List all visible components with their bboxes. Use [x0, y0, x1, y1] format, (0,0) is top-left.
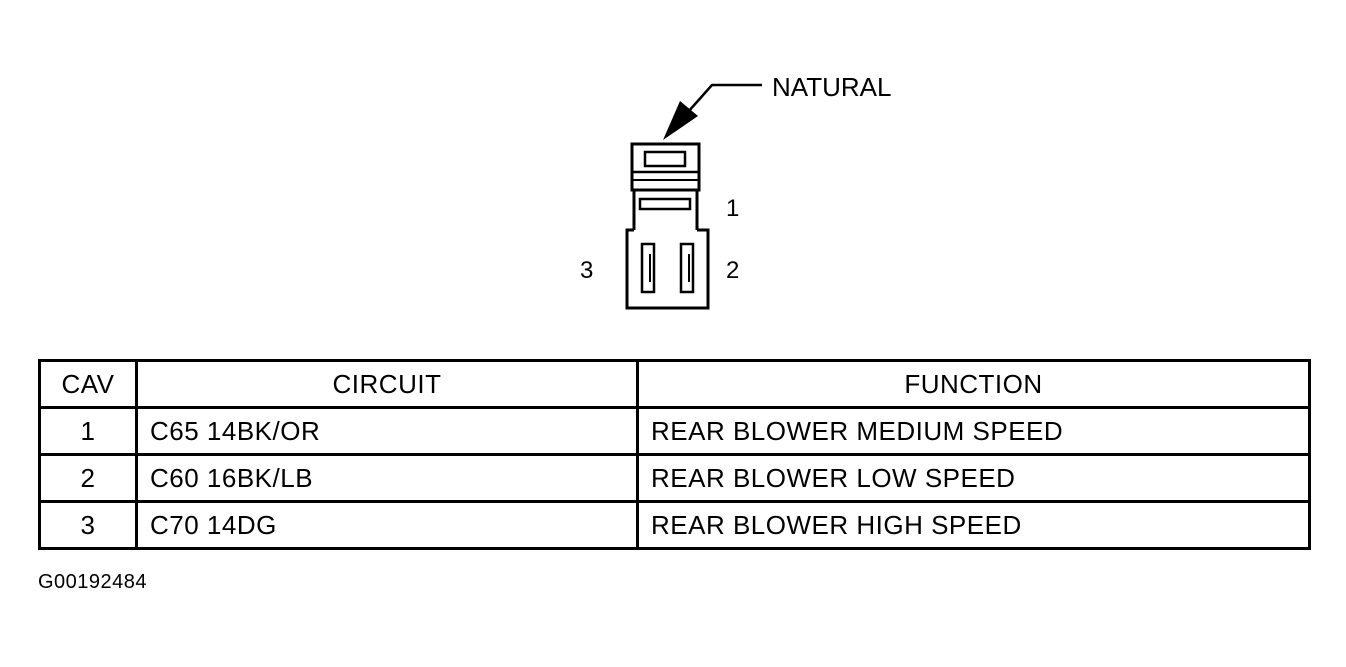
cell-function: REAR BLOWER MEDIUM SPEED	[636, 406, 1311, 456]
pin-label-1: 1	[726, 195, 739, 222]
pin-label-2: 2	[726, 257, 739, 284]
header-circuit: CIRCUIT	[135, 359, 639, 409]
cell-cav: 3	[38, 500, 138, 550]
connector-latch-block	[630, 142, 701, 192]
header-cav: CAV	[38, 359, 138, 409]
figure-id: G00192484	[38, 571, 148, 593]
table-header-row: CAV CIRCUIT FUNCTION	[38, 359, 1311, 409]
connector-diagram: NATURAL 1 2 3	[580, 72, 891, 310]
table-row: 2 C60 16BK/LB REAR BLOWER LOW SPEED	[38, 453, 1311, 503]
terminal-cavity-3	[640, 242, 656, 294]
cell-circuit: C65 14BK/OR	[135, 406, 639, 456]
table-row: 1 C65 14BK/OR REAR BLOWER MEDIUM SPEED	[38, 406, 1311, 456]
cell-function: REAR BLOWER LOW SPEED	[636, 453, 1311, 503]
callout-leader-line	[687, 83, 762, 113]
connector-neck	[632, 190, 699, 230]
pinout-table: CAV CIRCUIT FUNCTION 1 C65 14BK/OR REAR …	[38, 359, 1311, 550]
callout-label: NATURAL	[772, 72, 891, 102]
callout-arrowhead	[663, 101, 698, 140]
cell-function: REAR BLOWER HIGH SPEED	[636, 500, 1311, 550]
table-row: 3 C70 14DG REAR BLOWER HIGH SPEED	[38, 500, 1311, 550]
cell-cav: 2	[38, 453, 138, 503]
pin-label-3: 3	[580, 257, 593, 284]
header-function: FUNCTION	[636, 359, 1311, 409]
cell-cav: 1	[38, 406, 138, 456]
connector-latch-window	[643, 150, 687, 168]
connector-housing	[625, 228, 710, 310]
terminal-cavity-2	[679, 242, 695, 294]
cell-circuit: C70 14DG	[135, 500, 639, 550]
cell-circuit: C60 16BK/LB	[135, 453, 639, 503]
connector-body	[625, 142, 710, 310]
connector-key-slot	[638, 197, 692, 211]
